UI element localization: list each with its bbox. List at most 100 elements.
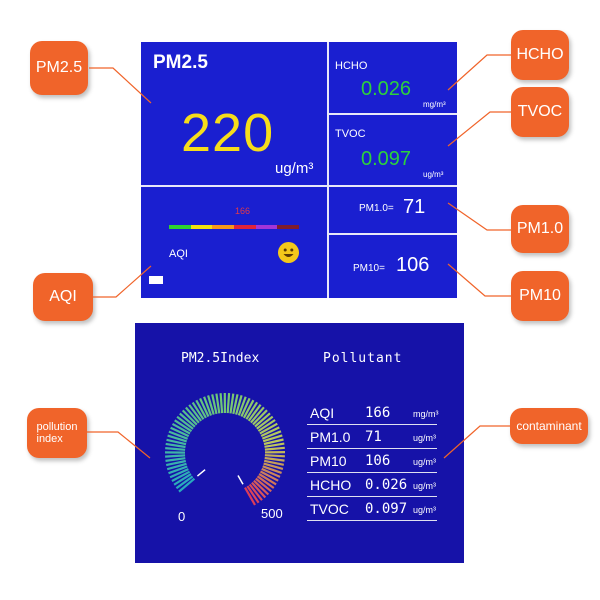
- gauge-tick: [173, 473, 192, 486]
- table-row-divider: [307, 448, 437, 449]
- gauge-tick: [259, 470, 279, 482]
- gauge-tick: [165, 447, 186, 451]
- gauge-tick: [253, 479, 270, 496]
- gauge-tick: [195, 399, 207, 419]
- battery-icon: [149, 276, 163, 284]
- smiley-face-icon: [278, 242, 299, 263]
- gauge-tick: [165, 454, 186, 458]
- gauge-tick: [165, 442, 186, 449]
- gauge-tick: [188, 404, 202, 422]
- pollutant-value: 106: [365, 453, 391, 469]
- aqi-bar-segment: [277, 225, 300, 229]
- aqi-bar-segment: [255, 225, 278, 229]
- gauge-tick: [264, 446, 285, 451]
- gauge-tick: [179, 412, 196, 428]
- gauge-tick: [232, 394, 239, 415]
- pm10-value: 106: [396, 254, 430, 276]
- table-row-divider: [307, 496, 437, 497]
- gauge-tick: [260, 426, 280, 437]
- gauge-tick: [235, 394, 243, 415]
- pollutant-title: Pollutant: [323, 351, 403, 366]
- pm25-unit: ug/m³: [275, 160, 314, 177]
- divider-right-1: [329, 113, 457, 115]
- callout-pm25: PM2.5: [30, 41, 88, 95]
- gauge-min-label: 0: [178, 509, 186, 524]
- gauge-tick: [219, 393, 224, 414]
- pollutant-value: 0.097: [365, 501, 408, 517]
- gauge-tick: [252, 409, 268, 426]
- gauge-tick: [264, 456, 285, 462]
- gauge-tick: [263, 438, 284, 446]
- gauge-tick: [257, 419, 276, 432]
- callout-tvoc: TVOC: [511, 87, 569, 137]
- gauge-tick: [170, 426, 190, 438]
- aqi-bar-segment: [169, 225, 191, 229]
- gauge-tick: [264, 442, 285, 448]
- pm1-label: PM1.0=: [359, 203, 394, 214]
- pollutant-unit: ug/m³: [413, 457, 437, 467]
- pollutant-name: TVOC: [310, 501, 349, 517]
- gauge-tick: [263, 462, 284, 470]
- gauge-tick: [261, 467, 281, 478]
- gauge-tick: [207, 395, 215, 415]
- pollutant-name: PM1.0: [310, 429, 351, 445]
- gauge-tick: [259, 422, 278, 435]
- gauge-tick: [226, 393, 231, 414]
- gauge-tick: [248, 483, 263, 501]
- pollutant-name: HCHO: [310, 477, 352, 493]
- gauge-tick: [176, 415, 194, 430]
- gauge-tick: [169, 468, 189, 479]
- gauge-tick: [255, 477, 272, 493]
- gauge-tick: [203, 396, 213, 416]
- gauge-tick: [181, 409, 198, 426]
- pollutant-name: PM10: [310, 453, 347, 469]
- pollutant-value: 166: [365, 405, 391, 421]
- pm25-value: 220: [181, 103, 275, 163]
- divider-vertical: [327, 42, 329, 298]
- gauge-tick: [256, 415, 274, 430]
- pollutant-name: AQI: [310, 405, 335, 421]
- gauge-tick: [211, 394, 218, 415]
- index-title: PM2.5Index: [181, 351, 260, 366]
- gauge-tick: [261, 430, 282, 440]
- divider-horizontal: [141, 185, 457, 187]
- gauge-tick: [237, 396, 247, 416]
- callout-aqi: AQI: [33, 273, 93, 321]
- gauge-tick: [165, 457, 186, 462]
- hcho-value: 0.026: [361, 78, 412, 100]
- gauge-tick: [229, 393, 235, 414]
- callout-pm10: PM10: [511, 271, 569, 321]
- callout-pollution-index: pollution index: [27, 408, 87, 458]
- aqi-value: 166: [235, 206, 251, 216]
- callout-contaminant: contaminant: [510, 408, 588, 444]
- aqi-bar-segment: [190, 225, 213, 229]
- aqi-bar-segment: [212, 225, 235, 229]
- gauge-tick: [171, 470, 191, 482]
- gauge-tick: [215, 393, 221, 414]
- pm1-value: 71: [403, 196, 426, 218]
- tvoc-value: 0.097: [361, 148, 412, 170]
- gauge-tick: [166, 438, 187, 446]
- gauge-tick: [171, 422, 191, 435]
- gauge-tick: [263, 459, 285, 466]
- callout-hcho: HCHO: [511, 30, 569, 80]
- top-display-screen: PM2.5 220 ug/m³ HCHO 0.026 mg/m³ TVOC 0.…: [141, 42, 457, 298]
- gauge-tick: [250, 406, 265, 424]
- pm25-label: PM2.5: [153, 52, 208, 73]
- gauge-tick: [254, 412, 271, 428]
- pm25-gauge: [164, 392, 286, 506]
- table-row-divider: [307, 472, 437, 473]
- gauge-tick: [256, 475, 275, 489]
- pollutant-unit: ug/m³: [413, 433, 437, 443]
- pollutant-unit: ug/m³: [413, 481, 437, 491]
- pm10-label: PM10=: [353, 263, 385, 274]
- callout-pm1: PM1.0: [511, 205, 569, 253]
- gauge-max-label: 500: [261, 506, 283, 521]
- pollutant-value: 0.026: [365, 477, 408, 493]
- gauge-tick: [251, 481, 267, 499]
- gauge-tick: [245, 401, 259, 420]
- aqi-label: AQI: [169, 248, 188, 260]
- gauge-tick: [167, 434, 188, 443]
